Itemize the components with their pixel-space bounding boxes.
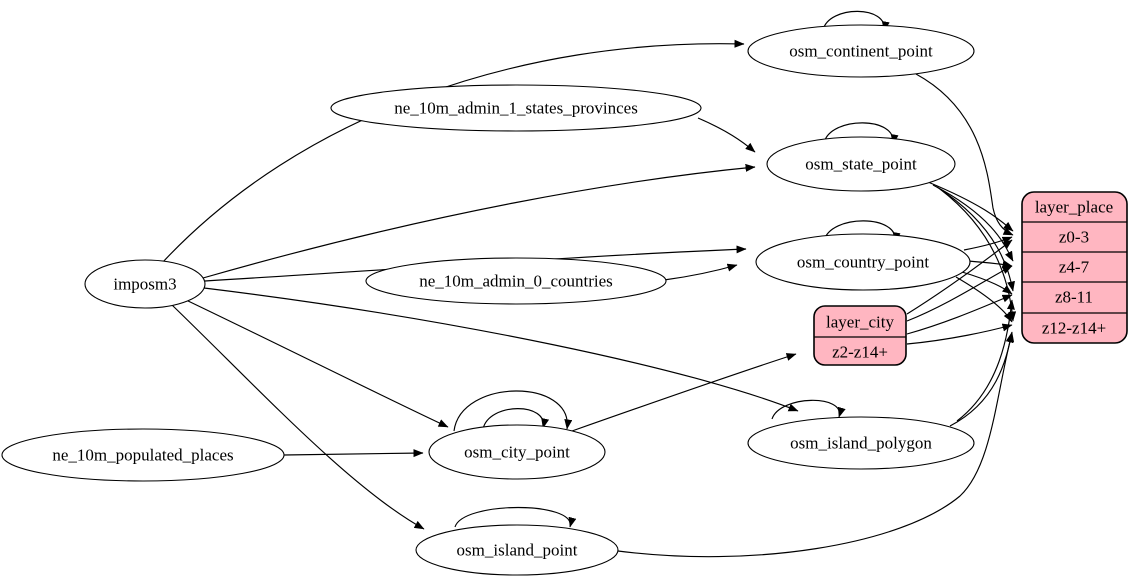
node-ne_10m_populated_places: ne_10m_populated_places bbox=[1, 428, 285, 482]
selfloop-inner-osm_city_point bbox=[482, 408, 550, 430]
node-imposm3: imposm3 bbox=[84, 259, 206, 309]
edge-osm_state_point-layer_place-z12-z14 bbox=[939, 188, 1017, 322]
selfloop-osm_island_polygon bbox=[771, 399, 846, 420]
osm_island_polygon-label: osm_island_polygon bbox=[790, 434, 932, 453]
layer_place-row-z12-z14: z12-z14+ bbox=[1042, 319, 1106, 338]
layer_city-shape bbox=[813, 305, 907, 366]
edge-osm_country_point-layer_place-z4-7 bbox=[967, 260, 1013, 268]
osm_city_point-label: osm_city_point bbox=[464, 443, 570, 462]
selfloop-osm_country_point bbox=[823, 220, 901, 243]
edge-osm_state_point-layer_place-z4-7 bbox=[932, 184, 1014, 262]
node-osm_island_point: osm_island_point bbox=[415, 524, 619, 576]
edge-imposm3-osm_island_point bbox=[171, 304, 425, 530]
layer_place-row-z8-11: z8-11 bbox=[1055, 288, 1093, 307]
edge-osm_country_point-layer_place-z12-z14 bbox=[955, 276, 1013, 323]
ne_10m_admin_0_countries-label: ne_10m_admin_0_countries bbox=[419, 272, 613, 291]
layer_place-row-z0-3: z0-3 bbox=[1059, 228, 1089, 247]
osm_state_point-shape bbox=[766, 136, 956, 192]
node-layer_city: layer_city z2-z14+ bbox=[813, 305, 907, 366]
edge-layer bbox=[161, 10, 1017, 558]
osm_continent_point-label: osm_continent_point bbox=[789, 42, 933, 61]
node-ne_10m_admin_1_states_provinces: ne_10m_admin_1_states_provinces bbox=[330, 84, 702, 132]
edge-osm_island_point-layer_place-z12-z14 bbox=[617, 332, 1014, 558]
imposm3-label: imposm3 bbox=[113, 275, 176, 294]
node-osm_country_point: osm_country_point bbox=[755, 233, 971, 291]
node-layer_place: layer_place z0-3 z4-7 z8-11 z12-z14+ bbox=[1021, 191, 1128, 344]
edge-ne_10m_admin_1_states_provinces-osm_state_point bbox=[697, 117, 756, 153]
edge-imposm3-osm_state_point bbox=[202, 163, 756, 279]
layer_city-row-z2-z14: z2-z14+ bbox=[832, 343, 888, 362]
edge-imposm3-osm_city_point bbox=[185, 299, 449, 428]
edge-osm_continent_point-layer_place-z0-3 bbox=[915, 73, 1014, 236]
edge-imposm3-osm_island_polygon bbox=[203, 287, 799, 412]
layer_place-shape bbox=[1021, 191, 1128, 344]
ne_10m_admin_1_states_provinces-shape bbox=[330, 84, 702, 132]
node-osm_state_point: osm_state_point bbox=[766, 136, 956, 192]
node-osm_island_polygon: osm_island_polygon bbox=[747, 416, 975, 470]
edge-osm_city_point-layer_city-z2-z14 bbox=[571, 353, 797, 432]
osm_island_point-shape bbox=[415, 524, 619, 576]
edge-layer_city-layer_place-z8-11 bbox=[906, 294, 1013, 335]
edge-osm_country_point-layer_place-z0-3 bbox=[963, 236, 1013, 251]
edge-ne_10m_populated_places-osm_city_point bbox=[283, 449, 424, 458]
edge-layer_city-layer_place-z4-7 bbox=[906, 265, 1013, 322]
osm_city_point-shape bbox=[428, 424, 606, 480]
osm_country_point-shape bbox=[755, 233, 971, 291]
edge-layer_city-layer_place-z0-3 bbox=[906, 239, 1013, 315]
osm_state_point-label: osm_state_point bbox=[805, 155, 917, 174]
edge-imposm3-osm_continent_point bbox=[161, 39, 745, 264]
imposm3-shape bbox=[84, 259, 206, 309]
node-ne_10m_admin_0_countries: ne_10m_admin_0_countries bbox=[365, 257, 667, 305]
ne_10m_admin_1_states_provinces-label: ne_10m_admin_1_states_provinces bbox=[394, 99, 638, 118]
ne_10m_populated_places-shape bbox=[1, 428, 285, 482]
ne_10m_populated_places-label: ne_10m_populated_places bbox=[52, 446, 233, 465]
layer_place-title: layer_place bbox=[1035, 198, 1113, 217]
node-osm_continent_point: osm_continent_point bbox=[747, 24, 975, 78]
edge-osm_island_polygon-layer_place-z8-11 bbox=[956, 299, 1015, 422]
selfloop-outer-osm_city_point bbox=[453, 390, 573, 432]
ne_10m_admin_0_countries-shape bbox=[365, 257, 667, 305]
selfloop-osm_continent_point bbox=[822, 10, 890, 32]
osm_country_point-label: osm_country_point bbox=[797, 253, 929, 272]
edge-osm_state_point-layer_place-z0-3 bbox=[927, 181, 1014, 232]
edge-osm_country_point-layer_place-z8-11 bbox=[961, 271, 1013, 295]
edge-layer_city-layer_place-z12-z14 bbox=[906, 323, 1013, 345]
node-osm_city_point: osm_city_point bbox=[428, 424, 606, 480]
selfloop-osm_island_point bbox=[454, 507, 577, 528]
edge-ne_10m_admin_0_countries-osm_country_point bbox=[663, 263, 738, 281]
layer_city-title: layer_city bbox=[826, 313, 894, 332]
selfloop-osm_state_point bbox=[823, 122, 899, 145]
edge-osm_island_polygon-layer_place-z12-z14 bbox=[949, 331, 1015, 427]
edge-osm_state_point-layer_place-z8-11 bbox=[936, 186, 1015, 292]
osm_island_point-label: osm_island_point bbox=[457, 541, 578, 560]
osm_island_polygon-shape bbox=[747, 416, 975, 470]
layer_place-row-z4-7: z4-7 bbox=[1059, 258, 1090, 277]
osm_continent_point-shape bbox=[747, 24, 975, 78]
